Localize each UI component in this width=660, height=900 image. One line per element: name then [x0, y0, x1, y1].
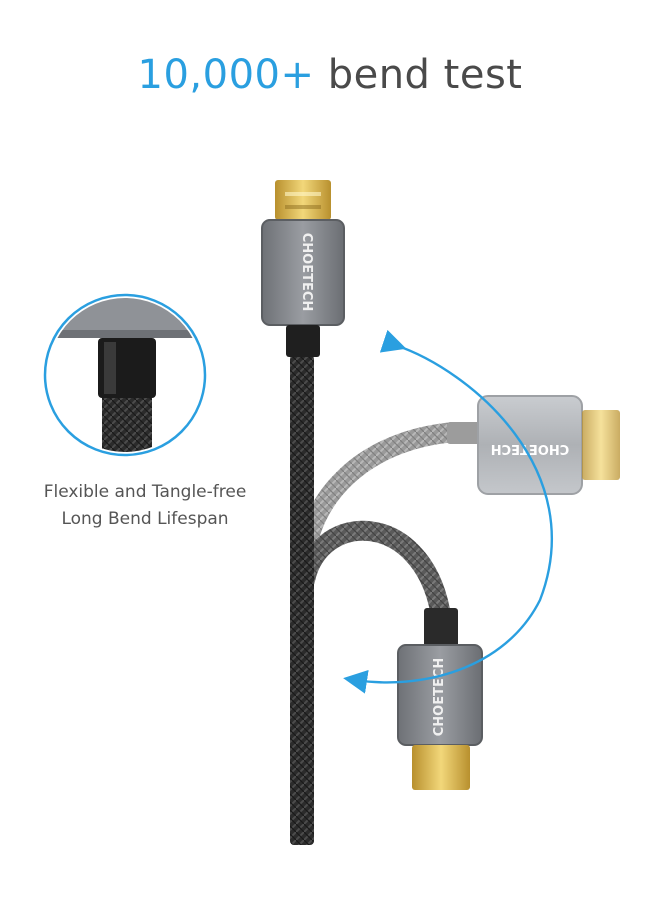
caption-line-1: Flexible and Tangle-free	[43, 482, 247, 502]
gold-contact-top	[275, 180, 331, 220]
brand-logo-mid: CHOETECH	[432, 658, 447, 737]
gold-contact-mid	[412, 745, 470, 790]
main-cable	[290, 355, 314, 845]
brand-logo-light: CHOETECH	[491, 441, 570, 456]
headline-rest: bend test	[327, 52, 523, 98]
bent-connector-light: CHOETECH	[447, 395, 620, 495]
bent-connector-mid: CHOETECH	[397, 608, 483, 790]
zoom-detail-circle	[43, 293, 207, 457]
bent-cable-mid	[295, 520, 450, 620]
main-connector: CHOETECH	[261, 180, 345, 357]
caption-line-2: Long Bend Lifespan	[61, 509, 229, 529]
curved-arrow-icon	[343, 329, 553, 694]
brand-logo-main: CHOETECH	[299, 233, 314, 312]
page-title: 10,000+ bend test	[0, 52, 660, 98]
headline-accent: 10,000+	[137, 52, 315, 98]
gold-contact-light	[582, 410, 620, 480]
